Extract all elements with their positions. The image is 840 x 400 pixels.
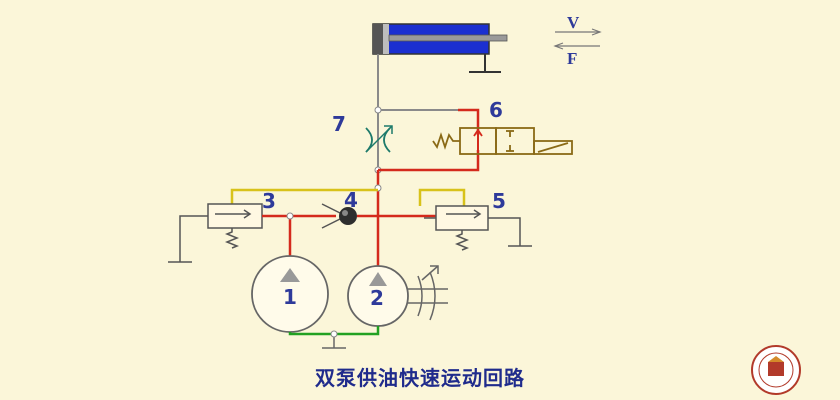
valve-return-line xyxy=(458,108,480,135)
pump-small xyxy=(347,265,448,327)
label-pump-small: 2 xyxy=(370,286,384,310)
pilot-line-relief xyxy=(230,188,378,204)
velocity-label: V xyxy=(567,13,580,32)
force-label: F xyxy=(567,49,577,68)
label-check-valve: 4 xyxy=(344,188,358,212)
solenoid-valve xyxy=(432,127,573,155)
label-throttle-valve: 7 xyxy=(332,112,346,136)
university-seal-logo xyxy=(751,345,801,395)
relief-valve xyxy=(168,203,263,263)
diagram-caption: 双泵供油快速运动回路 xyxy=(315,366,525,390)
unloading-valve xyxy=(424,205,532,251)
direction-legend: V F xyxy=(553,13,602,68)
hydraulic-cylinder xyxy=(372,23,508,73)
label-pump-large: 1 xyxy=(283,285,297,309)
throttle-valve xyxy=(365,125,393,153)
label-unloading-valve: 5 xyxy=(492,189,506,213)
pump-large xyxy=(251,255,329,333)
label-solenoid-valve: 6 xyxy=(489,98,503,122)
label-relief-valve: 3 xyxy=(262,189,276,213)
pilot-line-unloading xyxy=(418,188,466,206)
check-valve xyxy=(321,203,357,229)
